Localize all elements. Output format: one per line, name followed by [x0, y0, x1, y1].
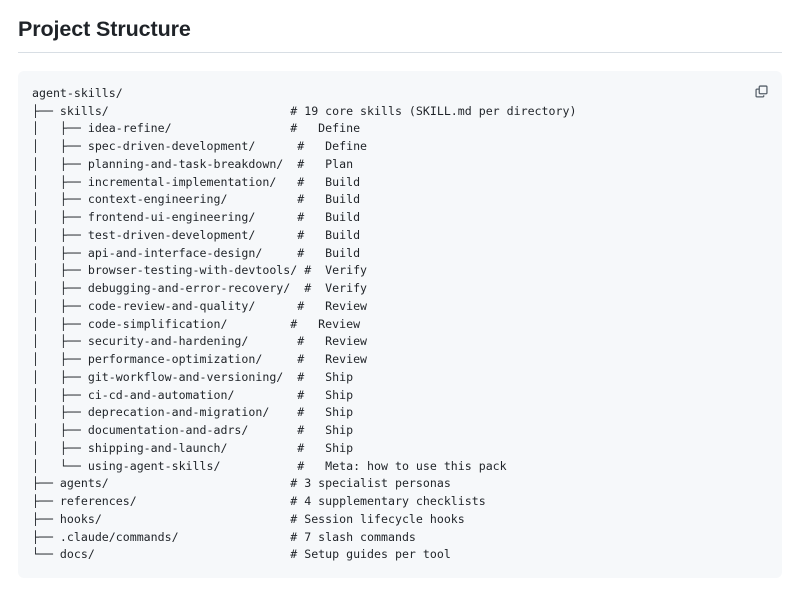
directory-tree: agent-skills/ ├── skills/ # 19 core skil… — [32, 85, 577, 562]
document-page: Project Structure agent-skills/ ├── skil… — [18, 17, 782, 579]
heading-divider — [18, 51, 782, 53]
copy-icon-button[interactable] — [748, 79, 774, 105]
code-block: agent-skills/ ├── skills/ # 19 core skil… — [18, 70, 782, 579]
copy-icon — [754, 85, 768, 98]
page-title: Project Structure — [18, 17, 191, 41]
